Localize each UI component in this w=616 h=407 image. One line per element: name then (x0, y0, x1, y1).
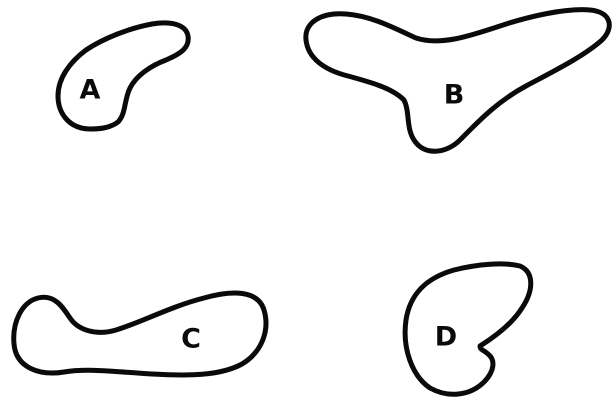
shape-a: A (58, 23, 188, 129)
shape-c-outline (14, 293, 266, 375)
shape-d: D (405, 264, 531, 394)
shape-b-label: B (444, 80, 465, 111)
shape-d-outline (405, 264, 531, 394)
shape-c: C (14, 293, 266, 375)
shape-a-outline (58, 23, 188, 129)
shape-d-label: D (435, 322, 457, 353)
shape-a-label: A (80, 75, 101, 106)
shape-b: B (306, 10, 609, 152)
shape-c-label: C (181, 324, 201, 355)
